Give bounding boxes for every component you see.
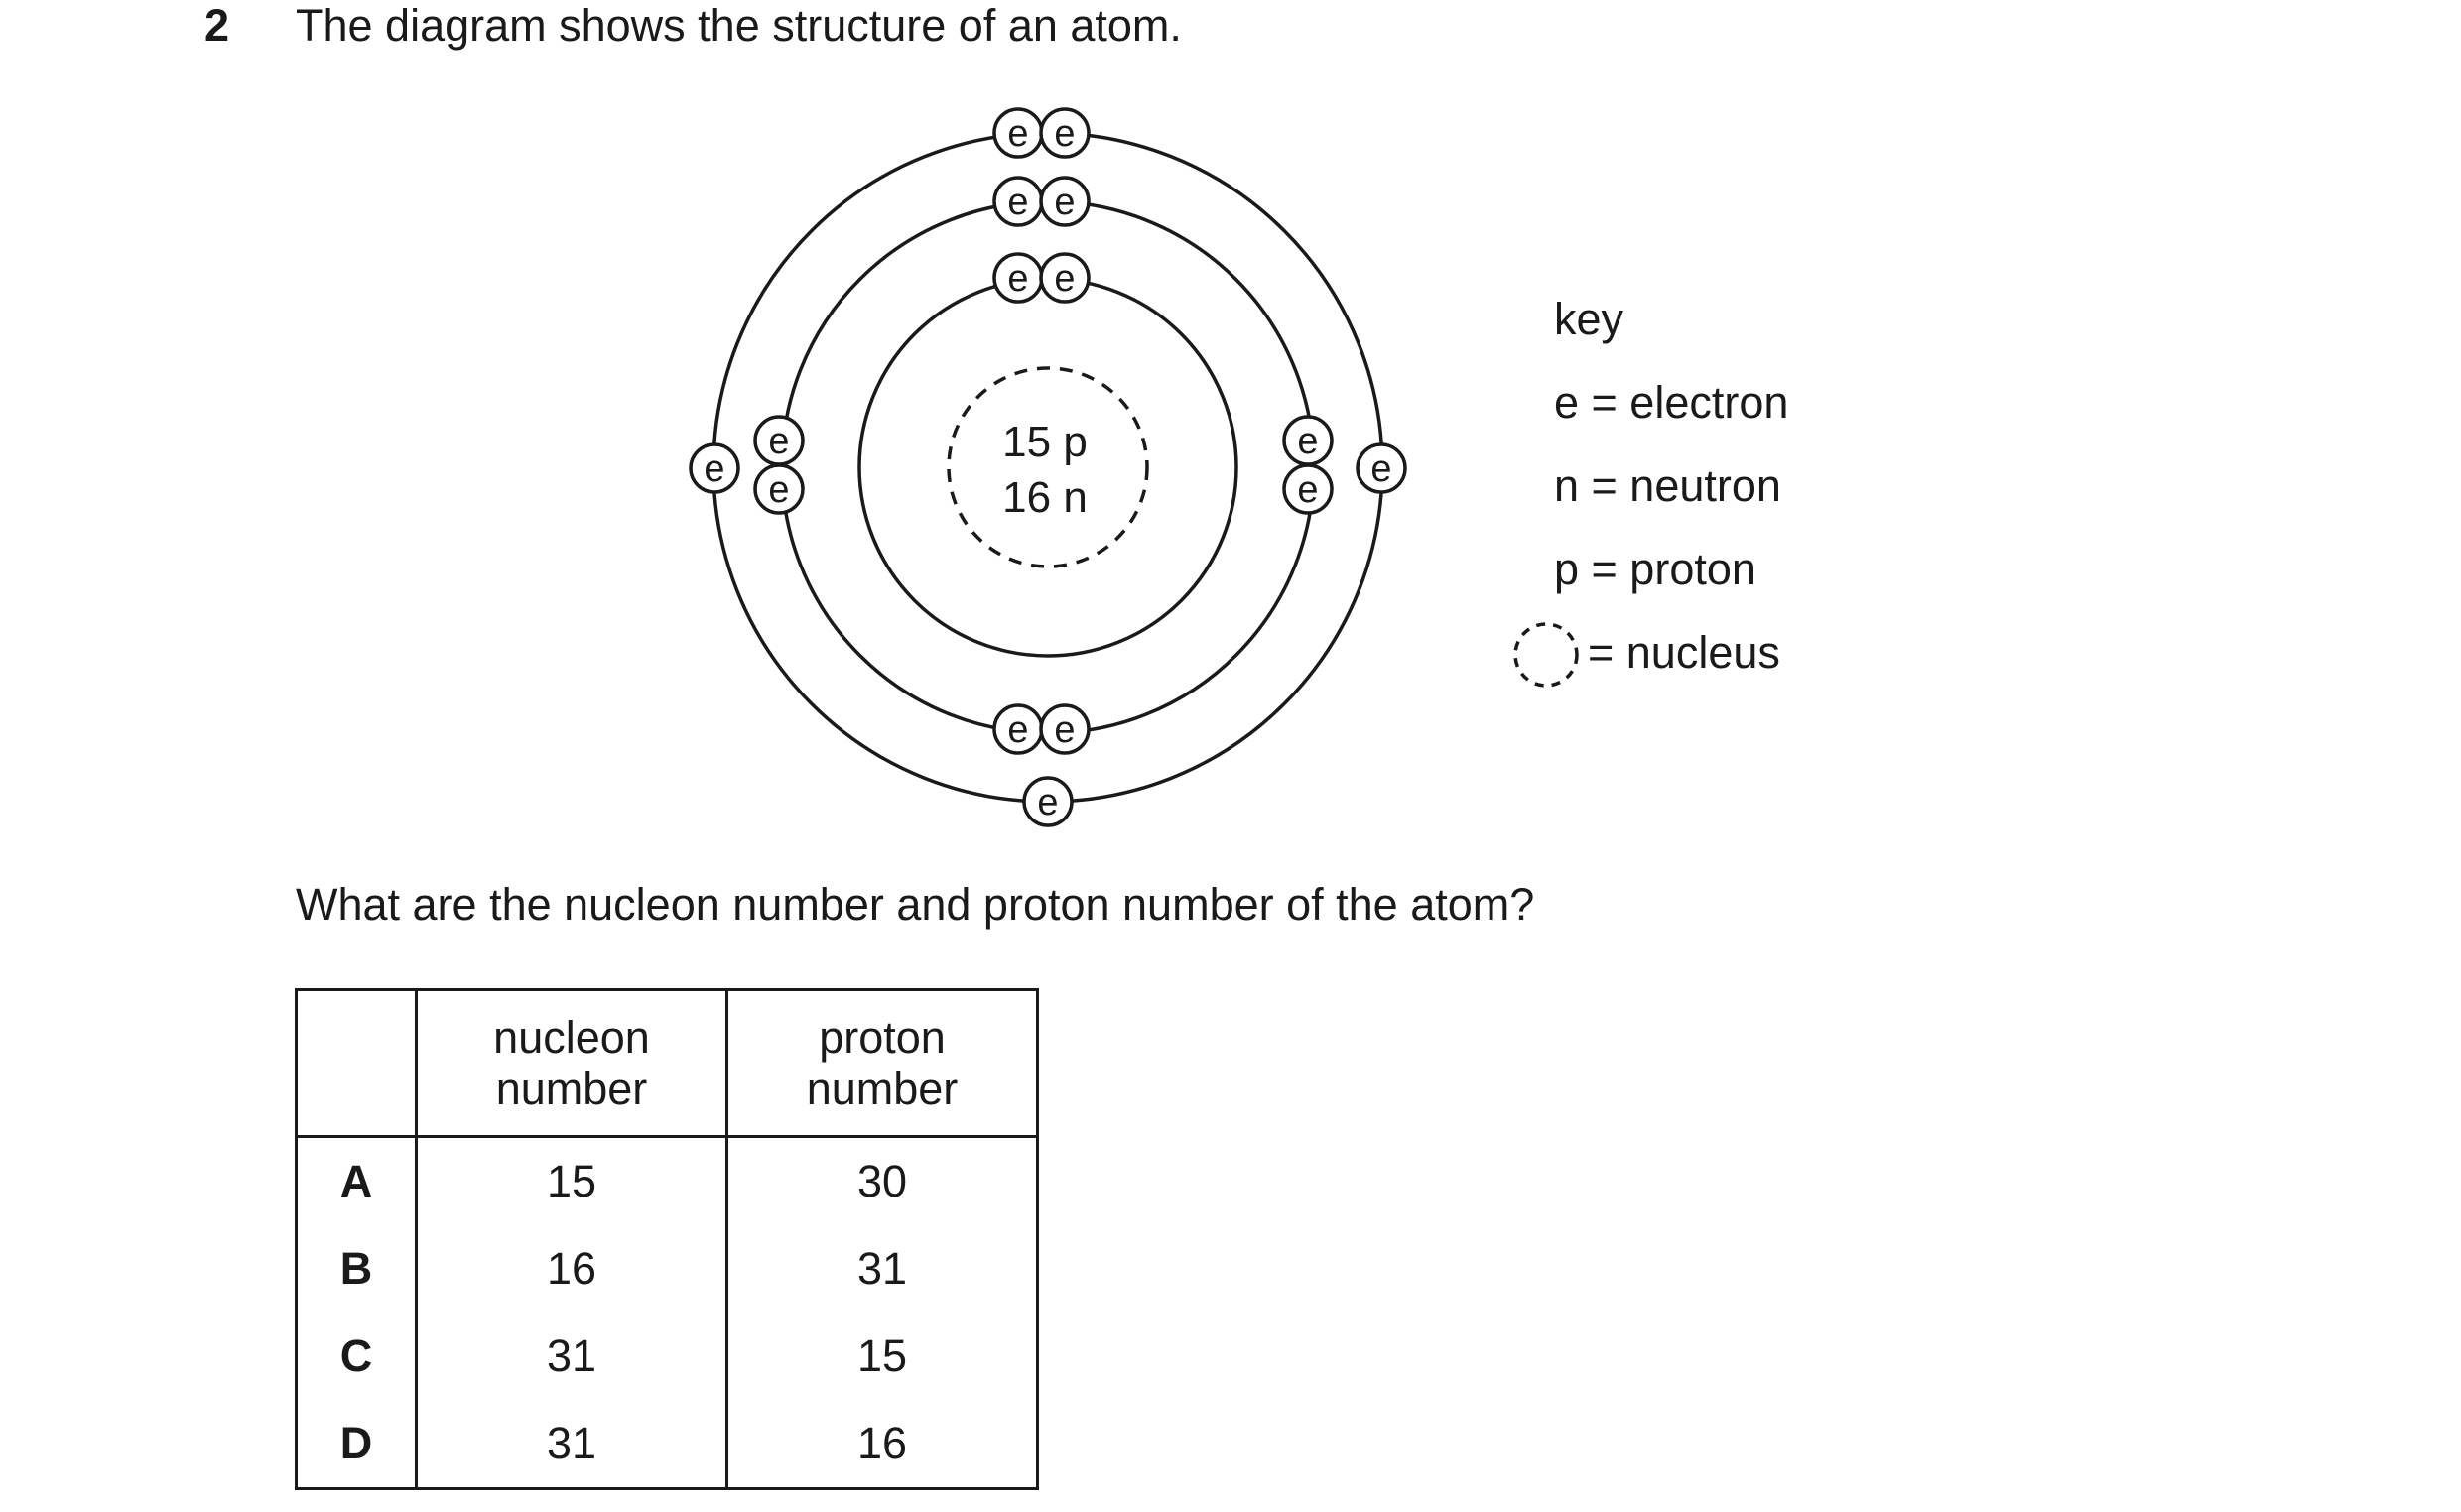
electron (1356, 442, 1407, 494)
table-header-row: nucleon number proton number (295, 988, 1039, 1138)
electron-label: e (768, 469, 789, 511)
answer-table: nucleon number proton number A 15 30 B 1… (295, 988, 1039, 1490)
electron-label: e (1297, 421, 1318, 462)
option-proton: 31 (725, 1225, 1039, 1313)
nucleus (947, 366, 1149, 568)
option-proton: 30 (725, 1136, 1039, 1225)
table-row[interactable]: C 31 15 (295, 1313, 1039, 1400)
key-title: key (1554, 294, 1624, 344)
key-nucleus: = nucleus (1588, 627, 1780, 678)
outer-shell (712, 131, 1384, 804)
electron-label: e (1054, 113, 1075, 155)
key-proton: p = proton (1554, 544, 1756, 594)
question-stem: The diagram shows the structure of an at… (296, 0, 1182, 51)
electron (1039, 176, 1091, 227)
electron-label: e (1007, 182, 1028, 223)
electron (1039, 252, 1091, 304)
option-nucleon: 31 (415, 1313, 728, 1400)
option-nucleon: 16 (415, 1225, 728, 1313)
electron (1282, 463, 1334, 515)
electron-label: e (1054, 709, 1075, 751)
option-nucleon: 15 (415, 1136, 728, 1225)
header-proton-line1: proton (819, 1011, 946, 1063)
option-letter[interactable]: D (295, 1400, 418, 1490)
key-electron: e = electron (1554, 377, 1788, 428)
nucleus-protons: 15 p (1002, 418, 1088, 466)
nucleus-neutrons: 16 n (1002, 473, 1088, 522)
inner-shell (857, 277, 1238, 658)
electron-label: e (1007, 258, 1028, 300)
electron-label: e (1054, 258, 1075, 300)
header-nucleon-number: nucleon number (415, 988, 728, 1138)
header-proton-line2: number (806, 1063, 959, 1114)
electron (1039, 107, 1091, 159)
option-nucleon: 31 (415, 1400, 728, 1490)
option-proton: 16 (725, 1400, 1039, 1490)
electron (1039, 703, 1091, 755)
electron (1022, 776, 1074, 827)
electron (753, 463, 805, 515)
electron-label: e (768, 421, 789, 462)
electron-label: e (704, 448, 724, 490)
option-letter[interactable]: A (295, 1136, 418, 1225)
electron-label: e (1297, 469, 1318, 511)
header-proton-number: proton number (725, 988, 1039, 1138)
option-proton: 15 (725, 1313, 1039, 1400)
electron-label: e (1370, 448, 1391, 490)
question-prompt: What are the nucleon number and proton n… (296, 879, 1535, 930)
electron-label: e (1007, 113, 1028, 155)
table-row[interactable]: A 15 30 (295, 1136, 1039, 1225)
electron-label: e (1037, 782, 1058, 823)
electron (689, 442, 740, 494)
header-nucleon-line2: number (495, 1063, 648, 1114)
key-neutron: n = neutron (1554, 460, 1781, 511)
electron-label: e (1054, 182, 1075, 223)
table-row[interactable]: D 31 16 (295, 1400, 1039, 1490)
question-number: 2 (204, 0, 230, 51)
option-letter[interactable]: C (295, 1313, 418, 1400)
electron-label: e (1007, 709, 1028, 751)
key-nucleus-symbol (1513, 622, 1579, 688)
option-letter[interactable]: B (295, 1225, 418, 1313)
header-letter (295, 988, 418, 1138)
header-nucleon-line1: nucleon (493, 1011, 650, 1063)
table-row[interactable]: B 16 31 (295, 1225, 1039, 1313)
